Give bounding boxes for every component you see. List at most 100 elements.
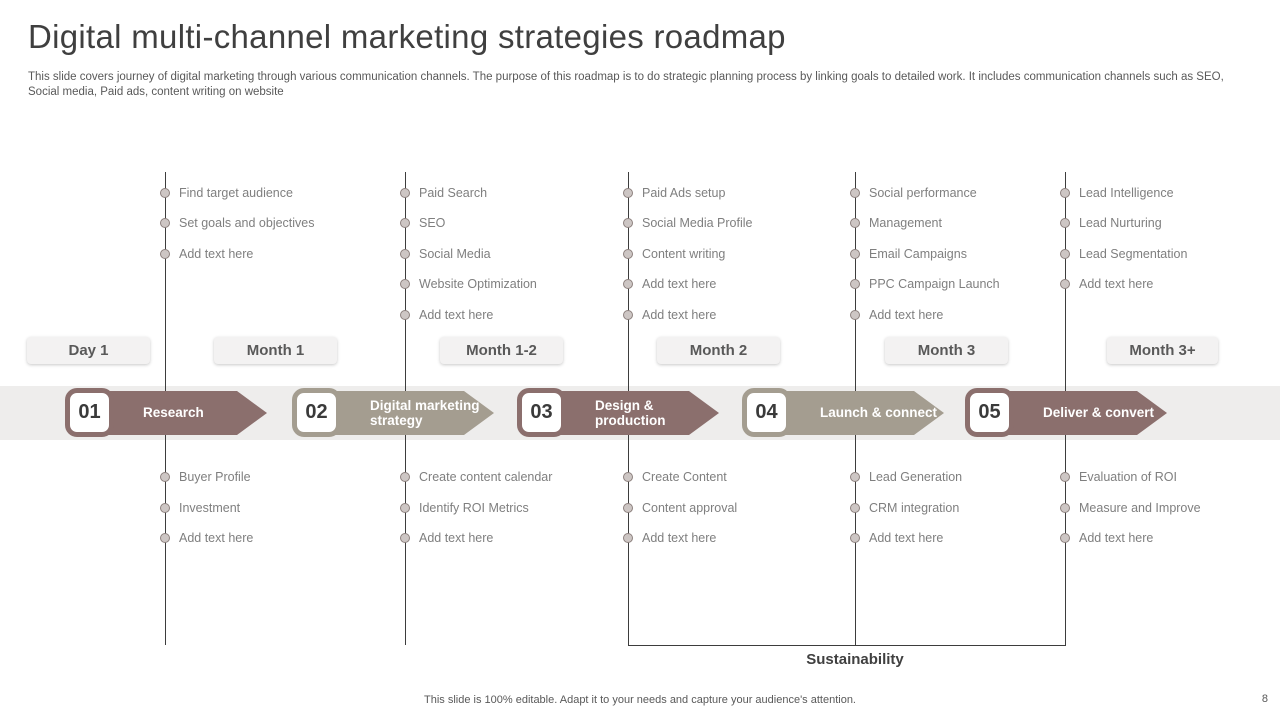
page-title: Digital multi-channel marketing strategi… [28, 18, 786, 55]
stage-design-production: Design & production 03 [517, 388, 719, 437]
bullet-icon [623, 188, 633, 198]
timeline-item: SEO [400, 216, 445, 230]
timeline-item-label: Content writing [642, 247, 726, 261]
bullet-icon [160, 472, 170, 482]
timeline-item: Paid Search [400, 186, 487, 200]
timeline-item-label: Add text here [1079, 531, 1154, 545]
bullet-icon [400, 188, 410, 198]
bullet-icon [623, 218, 633, 228]
bullet-icon [160, 533, 170, 543]
timeline-item: Add text here [1060, 277, 1153, 291]
timeline-item: Content approval [623, 501, 737, 515]
bullet-icon [850, 503, 860, 513]
timeline-item-label: Email Campaigns [869, 247, 967, 261]
bullet-icon [850, 472, 860, 482]
timeline-item-label: Website Optimization [419, 277, 537, 291]
timeline-item-label: Create content calendar [419, 470, 553, 484]
stage-label: Design & production [595, 397, 666, 428]
stage-number: 04 [755, 401, 778, 423]
timeline-item: Content writing [623, 247, 725, 261]
bullet-icon [160, 503, 170, 513]
time-label-day-1: Day 1 [27, 337, 150, 364]
bullet-icon [400, 472, 410, 482]
bullet-icon [623, 249, 633, 259]
timeline-item: Lead Intelligence [1060, 186, 1174, 200]
timeline-item-label: Add text here [869, 531, 944, 545]
bullet-icon [850, 533, 860, 543]
timeline-item: Social Media Profile [623, 216, 752, 230]
time-label-month-1-2: Month 1-2 [440, 337, 563, 364]
timeline-item: Set goals and objectives [160, 216, 315, 230]
page-number: 8 [1261, 693, 1268, 705]
bullet-icon [1060, 188, 1070, 198]
timeline-item: CRM integration [850, 501, 959, 515]
timeline-item-label: Lead Segmentation [1079, 247, 1188, 261]
timeline-item-label: Add text here [869, 308, 944, 322]
timeline-item-label: CRM integration [869, 501, 960, 515]
timeline-item-label: Lead Generation [869, 470, 963, 484]
bullet-icon [1060, 218, 1070, 228]
timeline-item-label: Social Media Profile [642, 216, 753, 230]
stage-research: Research 01 [65, 388, 267, 437]
timeline-item: Add text here [623, 277, 716, 291]
stage-label: Digital marketing strategy [370, 397, 480, 428]
bullet-icon [623, 503, 633, 513]
bullet-icon [400, 310, 410, 320]
sustainability-label: Sustainability [806, 651, 904, 668]
timeline-item: Buyer Profile [160, 470, 251, 484]
bullet-icon [400, 279, 410, 289]
timeline-item-label: Add text here [642, 308, 717, 322]
timeline-item: PPC Campaign Launch [850, 277, 1000, 291]
footer-note: This slide is 100% editable. Adapt it to… [424, 694, 856, 706]
bullet-icon [160, 249, 170, 259]
stage-number-badge: 02 [292, 388, 341, 437]
timeline-item-label: Content approval [642, 501, 738, 515]
timeline-item: Measure and Improve [1060, 501, 1201, 515]
timeline-item: Social Media [400, 247, 491, 261]
bullet-icon [623, 279, 633, 289]
time-label-month-2: Month 2 [657, 337, 780, 364]
timeline-item-label: Add text here [179, 247, 254, 261]
timeline-item-label: Create Content [642, 470, 727, 484]
timeline-item: Evaluation of ROI [1060, 470, 1177, 484]
timeline-item: Management [850, 216, 942, 230]
timeline-item: Website Optimization [400, 277, 537, 291]
stage-number-badge: 05 [965, 388, 1014, 437]
bullet-icon [400, 249, 410, 259]
bullet-icon [1060, 503, 1070, 513]
timeline-item-label: Lead Intelligence [1079, 186, 1174, 200]
timeline-item-label: Set goals and objectives [179, 216, 315, 230]
stage-number-badge: 03 [517, 388, 566, 437]
timeline-item: Add text here [850, 308, 943, 322]
timeline-item: Add text here [160, 531, 253, 545]
sustainability-bracket-line [628, 645, 1066, 647]
timeline-item-label: Identify ROI Metrics [419, 501, 529, 515]
bullet-icon [1060, 533, 1070, 543]
timeline-item-label: Add text here [1079, 277, 1154, 291]
timeline-item-label: Measure and Improve [1079, 501, 1201, 515]
stage-number: 03 [530, 401, 553, 423]
timeline-item-label: Social Media [419, 247, 491, 261]
timeline-item-label: SEO [419, 216, 446, 230]
bullet-icon [400, 218, 410, 228]
bullet-icon [623, 310, 633, 320]
timeline-item-label: Add text here [642, 531, 717, 545]
timeline-item: Email Campaigns [850, 247, 967, 261]
timeline-item-label: Add text here [419, 308, 494, 322]
timeline-item-label: Management [869, 216, 942, 230]
timeline-item: Find target audience [160, 186, 293, 200]
stage-deliver-convert: Deliver & convert 05 [965, 388, 1167, 437]
slide-description: This slide covers journey of digital mar… [28, 71, 1224, 99]
bullet-icon [850, 218, 860, 228]
timeline-item-label: Add text here [179, 531, 254, 545]
timeline-item-label: Social performance [869, 186, 977, 200]
bullet-icon [1060, 249, 1070, 259]
timeline-item: Create content calendar [400, 470, 552, 484]
stage-number: 02 [305, 401, 328, 423]
timeline-item: Add text here [623, 531, 716, 545]
bullet-icon [1060, 472, 1070, 482]
stage-number: 01 [78, 401, 101, 423]
timeline-item-label: Investment [179, 501, 241, 515]
timeline-item-label: Evaluation of ROI [1079, 470, 1177, 484]
